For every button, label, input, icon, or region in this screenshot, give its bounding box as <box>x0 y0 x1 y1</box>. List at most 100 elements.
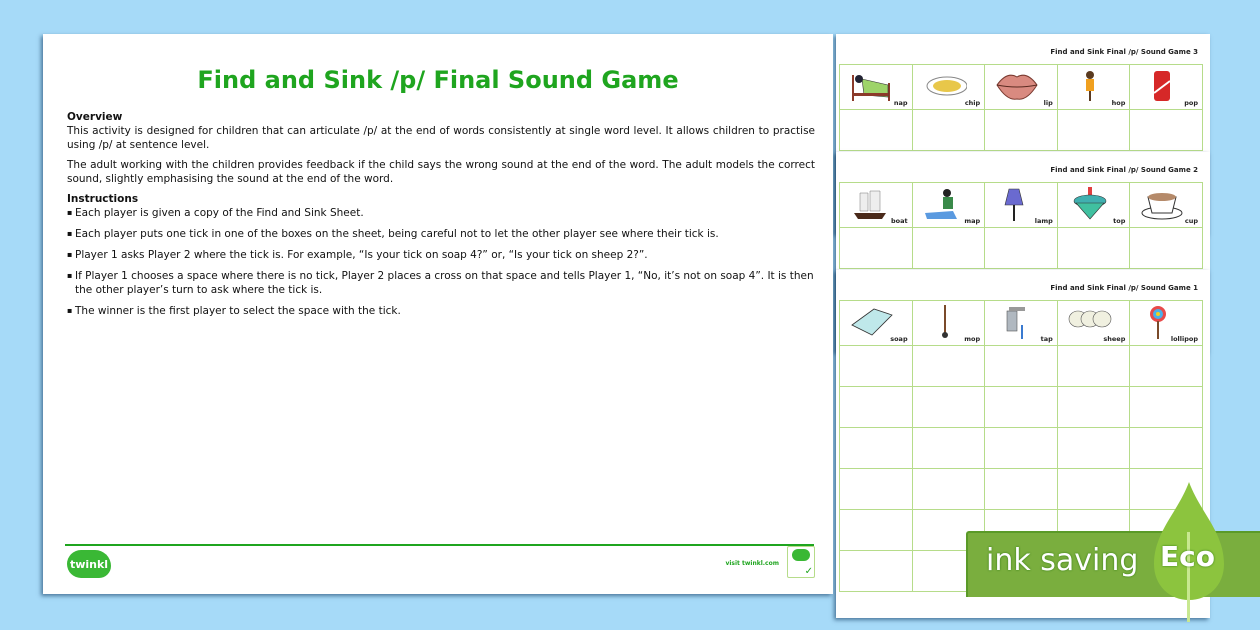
overview-heading: Overview <box>67 111 123 123</box>
grid-cell[interactable] <box>1056 386 1131 428</box>
page-content: Overview This activity is designed for c… <box>67 110 815 325</box>
word-label: chip <box>964 99 981 107</box>
quality-badge-icon: ✓ <box>787 546 815 578</box>
grid-cell[interactable] <box>839 427 913 469</box>
word-label: hop <box>1111 99 1126 107</box>
cell-hop: hop <box>1056 64 1131 110</box>
word-label: soap <box>890 335 908 343</box>
soap-icon <box>851 308 893 336</box>
cell-lamp: lamp <box>984 182 1058 228</box>
cell-mop: mop <box>911 300 986 346</box>
cell-map: map <box>911 182 986 228</box>
word-label: sheep <box>1103 335 1126 343</box>
ship-icon <box>854 190 886 219</box>
spinning-top-icon <box>1073 187 1107 220</box>
coffee-cup-icon <box>1141 193 1183 220</box>
word-label: mop <box>964 335 981 343</box>
word-label: pop <box>1184 99 1198 107</box>
word-label: nap <box>893 99 908 107</box>
grid-cell[interactable] <box>911 345 986 387</box>
instruction-item: Each player is given a copy of the Find … <box>67 206 815 220</box>
grid-cell[interactable] <box>839 109 913 151</box>
sheet-title: Find and Sink Final /p/ Sound Game 3 <box>1050 48 1198 56</box>
instruction-item: Player 1 asks Player 2 where the tick is… <box>67 248 815 262</box>
grid-cell[interactable] <box>911 468 986 510</box>
instructions-list: Each player is given a copy of the Find … <box>67 206 815 318</box>
girl-hopping-icon <box>1085 71 1094 101</box>
cell-top: top <box>1056 182 1131 228</box>
grid-cell[interactable] <box>839 509 913 551</box>
cell-soap: soap <box>839 300 913 346</box>
mop-icon <box>941 305 948 338</box>
page-title: Find and Sink /p/ Final Sound Game <box>197 66 679 94</box>
grid-cell[interactable] <box>1056 227 1131 269</box>
grid-cell[interactable] <box>839 227 913 269</box>
instructions-page: Find and Sink /p/ Final Sound Game Overv… <box>43 34 833 594</box>
word-label: lollipop <box>1170 335 1198 343</box>
grid-cell[interactable] <box>984 345 1058 387</box>
grid-cell[interactable] <box>1056 468 1131 510</box>
person-map-icon <box>924 189 957 219</box>
grid-cell[interactable] <box>911 227 986 269</box>
overview-paragraph: The adult working with the children prov… <box>67 159 815 185</box>
grid-cell[interactable] <box>839 550 913 592</box>
word-label: lip <box>1043 99 1053 107</box>
instructions-heading: Instructions <box>67 193 139 205</box>
grid-cell[interactable] <box>911 109 986 151</box>
visit-link[interactable]: visit twinkl.com <box>725 560 779 567</box>
word-label: boat <box>890 217 908 225</box>
sheep-icon <box>1068 310 1112 328</box>
word-label: top <box>1113 217 1126 225</box>
grid-cell[interactable] <box>984 468 1058 510</box>
sheet-title: Find and Sink Final /p/ Sound Game 2 <box>1050 166 1198 174</box>
grid-cell[interactable] <box>1129 109 1203 151</box>
overview-paragraph: This activity is designed for children t… <box>67 125 815 151</box>
cell-chip: chip <box>911 64 986 110</box>
instruction-item: The winner is the first player to select… <box>67 304 815 318</box>
grid-cell[interactable] <box>839 345 913 387</box>
grid-cell[interactable] <box>911 386 986 428</box>
lamp-icon <box>1004 188 1024 221</box>
chips-plate-icon <box>926 76 967 96</box>
ink-saving-text: ink saving <box>986 543 1139 578</box>
grid-cell[interactable] <box>984 109 1058 151</box>
cell-pop: pop <box>1129 64 1203 110</box>
cell-tap: tap <box>984 300 1058 346</box>
twinkl-logo: twinkl <box>67 550 111 578</box>
lips-icon <box>996 74 1038 100</box>
word-label: map <box>964 217 981 225</box>
grid-cell[interactable] <box>1129 427 1203 469</box>
cell-cup: cup <box>1129 182 1203 228</box>
cell-lollipop: lollipop <box>1129 300 1203 346</box>
cell-nap: nap <box>839 64 913 110</box>
grid-cell[interactable] <box>984 227 1058 269</box>
grid-cell[interactable] <box>911 427 986 469</box>
instruction-item: Each player puts one tick in one of the … <box>67 227 815 241</box>
grid-cell[interactable] <box>1129 227 1203 269</box>
instruction-item: If Player 1 chooses a space where there … <box>67 269 815 297</box>
grid-cell[interactable] <box>1056 427 1131 469</box>
grid-cell[interactable] <box>1056 109 1131 151</box>
find-sink-grid: nap chip lip hop pop <box>839 64 1203 151</box>
cell-lip: lip <box>984 64 1058 110</box>
footer-divider <box>65 544 814 546</box>
lollipop-icon <box>1150 306 1167 339</box>
word-label: cup <box>1184 217 1198 225</box>
grid-cell[interactable] <box>984 386 1058 428</box>
grid-cell[interactable] <box>984 427 1058 469</box>
bed-icon <box>852 75 890 101</box>
eco-label: Eco <box>1160 540 1215 573</box>
grid-cell[interactable] <box>839 468 913 510</box>
cell-boat: boat <box>839 182 913 228</box>
tap-icon <box>1006 307 1026 339</box>
grid-cell[interactable] <box>1129 345 1203 387</box>
find-sink-grid: boat map lamp top cup <box>839 182 1203 269</box>
eco-leaf-drop-icon <box>1154 482 1224 622</box>
grid-cell[interactable] <box>1129 386 1203 428</box>
word-label: tap <box>1040 335 1053 343</box>
grid-cell[interactable] <box>1056 345 1131 387</box>
soda-can-icon <box>1153 71 1171 101</box>
word-label: lamp <box>1034 217 1053 225</box>
sheet-title: Find and Sink Final /p/ Sound Game 1 <box>1050 284 1198 292</box>
grid-cell[interactable] <box>839 386 913 428</box>
